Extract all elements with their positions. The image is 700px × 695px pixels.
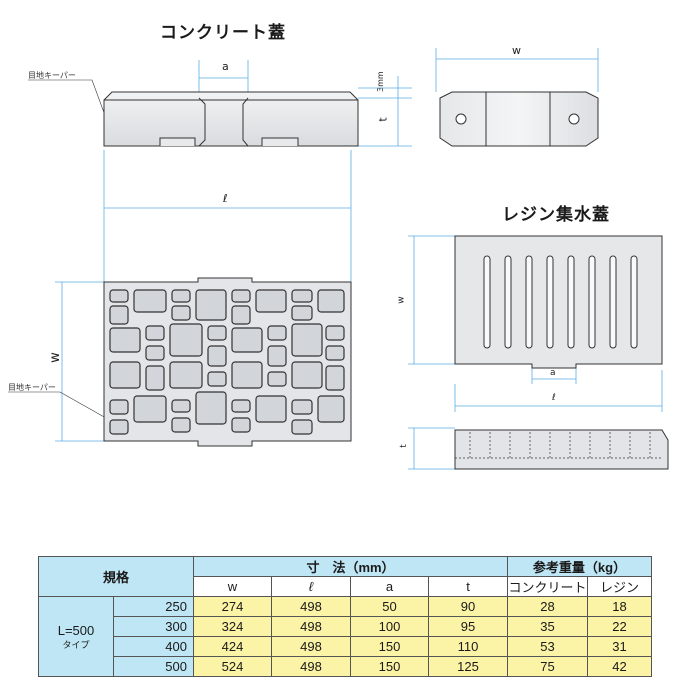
table-cell: 35 [507, 616, 588, 637]
col-resin: レジン [587, 576, 652, 597]
table-cell: 53 [507, 636, 588, 657]
dim-a-resin: a [550, 368, 556, 378]
joint-keeper-label-top: 目地キーパー [28, 71, 76, 80]
concrete-plan-view [103, 277, 352, 447]
type-label: L=500 [57, 622, 95, 638]
concrete-side-view [439, 91, 599, 147]
table-cell: 75 [507, 656, 588, 677]
resin-cover-title: レジン集水蓋 [502, 205, 610, 225]
table-cell: 498 [271, 656, 351, 677]
spec-250: 250 [113, 596, 194, 617]
table-cell: 150 [350, 656, 429, 677]
table-cell: 274 [193, 596, 272, 617]
concrete-front-view [103, 91, 359, 147]
table-cell: 110 [428, 636, 508, 657]
table-cell: 95 [428, 616, 508, 637]
table-cell: 324 [193, 616, 272, 637]
concrete-cover-title: コンクリート蓋 [160, 23, 286, 43]
dim-l-concrete: ℓ [223, 192, 228, 205]
type-sub: タイプ [62, 639, 90, 650]
table-cell: 50 [350, 596, 429, 617]
table-cell: 125 [428, 656, 508, 677]
spec-table: 規格 寸 法（mm） 参考重量（kg） w ℓ a t コンクリート レジン L… [38, 556, 652, 677]
dim-w-top: w [512, 44, 521, 57]
table-cell: 100 [350, 616, 429, 637]
col-w: w [193, 576, 272, 597]
type-cell: L=500 タイプ [38, 596, 114, 677]
table-cell: 150 [350, 636, 429, 657]
technical-drawing [8, 48, 669, 470]
resin-plan-view [454, 235, 663, 369]
spec-400: 400 [113, 636, 194, 657]
col-concrete: コンクリート [507, 576, 588, 597]
resin-side-view [454, 429, 669, 470]
dimension-lines [55, 48, 663, 470]
table-cell: 22 [587, 616, 652, 637]
col-a: a [350, 576, 429, 597]
table-cell: 498 [271, 636, 351, 657]
table-cell: 28 [507, 596, 588, 617]
table-cell: 31 [587, 636, 652, 657]
header-weight: 参考重量（kg） [507, 556, 652, 577]
dim-l-resin: ℓ [552, 393, 556, 403]
dim-a-top: a [222, 60, 229, 73]
header-spec: 規格 [38, 556, 194, 597]
header-dimensions: 寸 法（mm） [193, 556, 508, 577]
leader-lines [8, 79, 107, 419]
col-t: t [428, 576, 508, 597]
col-l: ℓ [271, 576, 351, 597]
table-cell: 18 [587, 596, 652, 617]
joint-keeper-label-plan: 目地キーパー [8, 383, 56, 392]
spec-300: 300 [113, 616, 194, 637]
table-cell: 424 [193, 636, 272, 657]
table-cell: 498 [271, 616, 351, 637]
table-cell: 90 [428, 596, 508, 617]
spec-500: 500 [113, 656, 194, 677]
table-cell: 498 [271, 596, 351, 617]
table-cell: 42 [587, 656, 652, 677]
table-cell: 524 [193, 656, 272, 677]
